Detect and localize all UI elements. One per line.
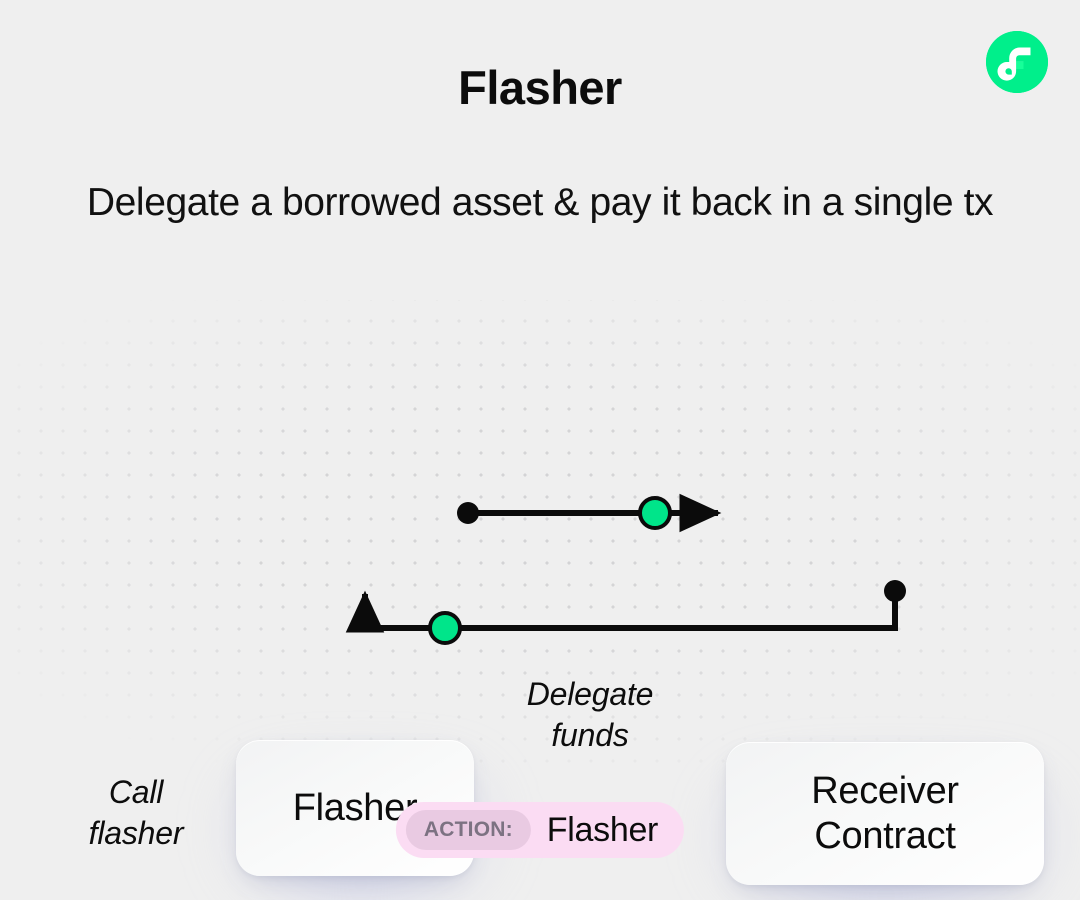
page-subtitle: Delegate a borrowed asset & pay it back … [86,181,994,224]
action-badge-value: Flasher [546,810,659,849]
edge-label-delegate-funds: Delegate funds [526,676,654,753]
edge-repayment [345,580,906,645]
dot-grid-background [0,300,1080,780]
delegate-source-dot [457,502,479,524]
flow-diagram: Flasher Receiver Contract Call flasher D… [0,300,1080,900]
action-badge: ACTION: Flasher [395,802,685,858]
flow-logo [986,31,1048,93]
repayment-token-dot [428,611,462,645]
delegate-token-dot [638,496,672,530]
edge-delegate-funds [457,493,722,533]
page-title: Flasher [458,61,622,114]
action-badge-tag: ACTION: [405,810,531,850]
connector-wires [345,493,906,645]
edge-label-call-flasher: Call flasher [88,774,184,851]
repayment-source-dot [884,580,906,602]
node-receiver[interactable]: Receiver Contract [726,742,1044,885]
node-receiver-label: Receiver Contract [811,769,959,857]
